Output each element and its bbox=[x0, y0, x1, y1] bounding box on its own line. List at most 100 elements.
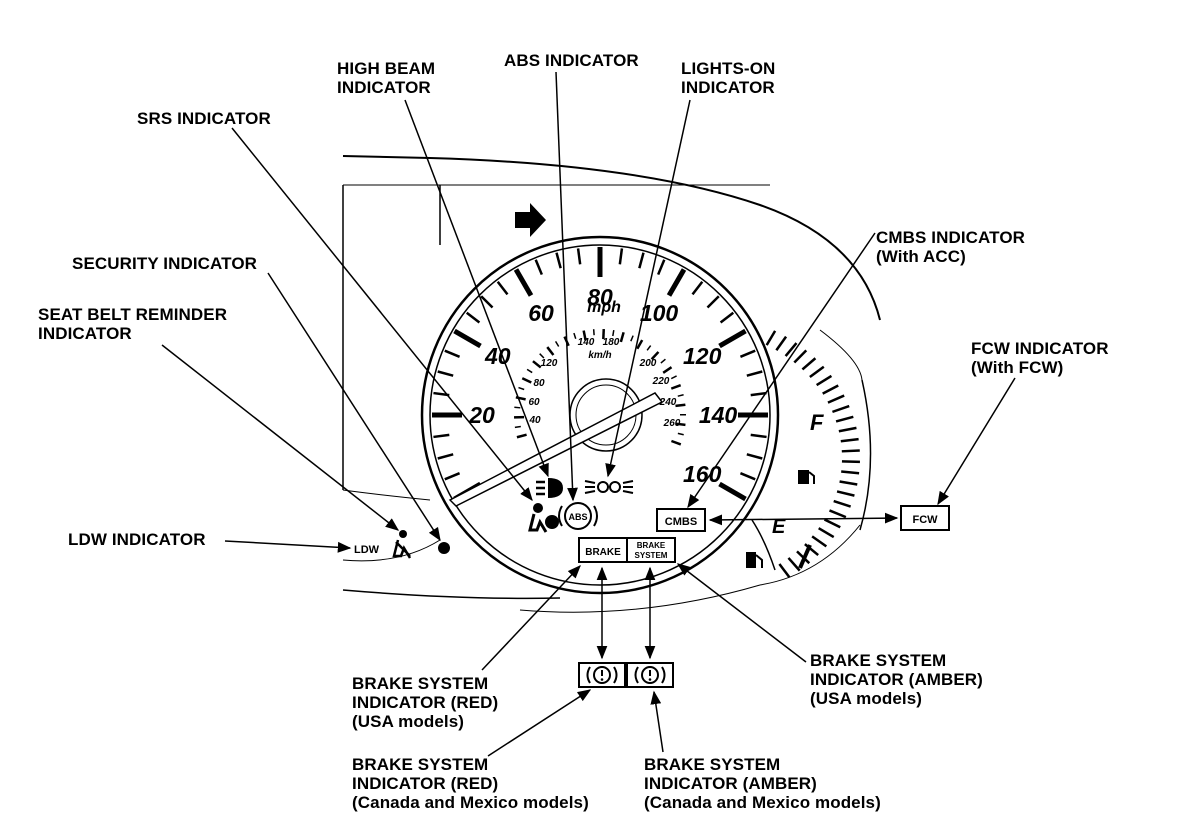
mph-tick bbox=[618, 248, 624, 265]
kmh-tick bbox=[677, 394, 684, 397]
kmh-unit: km/h bbox=[588, 350, 611, 361]
label-cmbs-indicator: CMBS INDICATOR (With ACC) bbox=[876, 228, 1026, 266]
kmh-label: 140 bbox=[578, 337, 595, 348]
kmh-label: 240 bbox=[659, 397, 677, 408]
fuel-tick bbox=[833, 499, 852, 508]
fuel-tick bbox=[841, 449, 860, 453]
fuel-tick bbox=[839, 480, 858, 486]
leader-lines bbox=[161, 71, 1016, 757]
mph-tick bbox=[719, 311, 735, 324]
mph-label: 140 bbox=[699, 402, 738, 428]
mph-tick bbox=[718, 328, 747, 349]
fuel-tick bbox=[778, 563, 791, 579]
kmh-label: 120 bbox=[541, 358, 558, 369]
svg-text:SYSTEM: SYSTEM bbox=[635, 551, 668, 560]
seat-belt-reminder-icon bbox=[392, 530, 412, 559]
label-ldw-indicator: LDW INDICATOR bbox=[68, 530, 206, 549]
brake-warning-amber-canada-icon bbox=[626, 662, 674, 688]
label-brake-system-red-usa: BRAKE SYSTEM INDICATOR (RED) (USA models… bbox=[352, 674, 499, 731]
mph-tick bbox=[480, 295, 494, 309]
mph-tick bbox=[750, 391, 767, 397]
fuel-tick bbox=[823, 518, 841, 529]
mph-tick bbox=[739, 472, 756, 481]
fuel-tick bbox=[787, 557, 801, 572]
fuel-tick bbox=[818, 527, 835, 539]
label-high-beam-indicator: HIGH BEAM INDICATOR bbox=[337, 59, 436, 97]
fuel-tick bbox=[841, 470, 860, 475]
lights-on-icon bbox=[584, 480, 634, 494]
mph-tick bbox=[746, 370, 763, 377]
label-security-indicator: SECURITY INDICATOR bbox=[72, 254, 258, 273]
kmh-tick bbox=[619, 331, 625, 343]
mph-tick bbox=[437, 453, 454, 460]
mph-tick bbox=[437, 370, 454, 377]
brake-system-indicator-box: BRAKE SYSTEM bbox=[626, 537, 676, 563]
kmh-tick bbox=[518, 386, 525, 391]
mph-tick bbox=[739, 349, 756, 358]
kmh-label: 80 bbox=[533, 378, 545, 389]
mph-label: 40 bbox=[484, 343, 511, 369]
fuel-tick bbox=[836, 490, 855, 497]
label-srs-indicator: SRS INDICATOR bbox=[137, 109, 271, 128]
brake-warning-red-canada-icon bbox=[578, 662, 626, 688]
kmh-tick bbox=[646, 345, 652, 351]
abs-icon: ABS bbox=[558, 502, 598, 530]
label-brake-system-amber-canada: BRAKE SYSTEM INDICATOR (AMBER) (Canada a… bbox=[644, 755, 881, 812]
fuel-full-label: F bbox=[810, 410, 824, 435]
kmh-tick bbox=[612, 329, 615, 337]
speed-needle bbox=[448, 392, 664, 507]
kmh-tick bbox=[516, 433, 527, 439]
high-beam-icon bbox=[536, 478, 563, 498]
mph-tick bbox=[746, 453, 763, 460]
kmh-tick bbox=[675, 422, 686, 427]
fuel-tick bbox=[835, 415, 854, 423]
fuel-pump-icon-lower bbox=[746, 552, 763, 568]
fuel-pump-icon bbox=[798, 470, 815, 484]
kmh-tick bbox=[636, 339, 644, 350]
fuel-tick bbox=[784, 342, 798, 357]
kmh-tick bbox=[526, 368, 533, 374]
mph-tick bbox=[534, 259, 543, 276]
svg-text:FCW: FCW bbox=[912, 514, 938, 526]
kmh-tick bbox=[539, 353, 545, 359]
kmh-tick bbox=[670, 375, 677, 380]
mph-tick bbox=[750, 433, 767, 439]
svg-text:CMBS: CMBS bbox=[665, 516, 697, 528]
label-brake-system-amber-usa: BRAKE SYSTEM INDICATOR (AMBER) (USA mode… bbox=[810, 651, 983, 708]
fuel-tick bbox=[804, 543, 819, 557]
ldw-indicator-text: LDW bbox=[354, 544, 380, 556]
kmh-tick bbox=[521, 377, 532, 384]
kmh-tick bbox=[675, 403, 686, 408]
kmh-tick bbox=[546, 346, 555, 356]
mph-tick bbox=[706, 295, 720, 309]
kmh-tick bbox=[650, 351, 660, 361]
fuel-tick bbox=[832, 404, 850, 414]
fuel-tick bbox=[811, 535, 828, 548]
label-seat-belt-reminder-indicator: SEAT BELT REMINDER INDICATOR bbox=[38, 305, 228, 343]
fuel-tick bbox=[815, 374, 833, 387]
fuel-tick bbox=[822, 384, 839, 395]
kmh-tick bbox=[514, 425, 521, 429]
fuel-tick bbox=[829, 509, 847, 519]
mph-label: 80 bbox=[587, 284, 613, 310]
kmh-ticks bbox=[513, 329, 687, 446]
kmh-tick bbox=[677, 432, 684, 436]
kmh-label: 60 bbox=[528, 397, 540, 408]
mph-tick bbox=[666, 268, 687, 297]
kmh-tick bbox=[670, 439, 682, 446]
kmh-tick bbox=[573, 332, 577, 339]
mph-label: 60 bbox=[528, 300, 554, 326]
kmh-label: 40 bbox=[528, 415, 541, 426]
mph-tick bbox=[433, 433, 450, 439]
fcw-indicator-box: FCW bbox=[900, 505, 950, 531]
mph-tick bbox=[513, 268, 534, 297]
fuel-tick bbox=[838, 426, 857, 433]
cmbs-indicator-box: CMBS bbox=[656, 508, 706, 532]
label-brake-system-red-canada: BRAKE SYSTEM INDICATOR (RED) (Canada and… bbox=[352, 755, 589, 812]
label-abs-indicator: ABS INDICATOR bbox=[504, 51, 639, 70]
fuel-tick bbox=[775, 335, 788, 351]
mph-tick bbox=[444, 472, 461, 481]
